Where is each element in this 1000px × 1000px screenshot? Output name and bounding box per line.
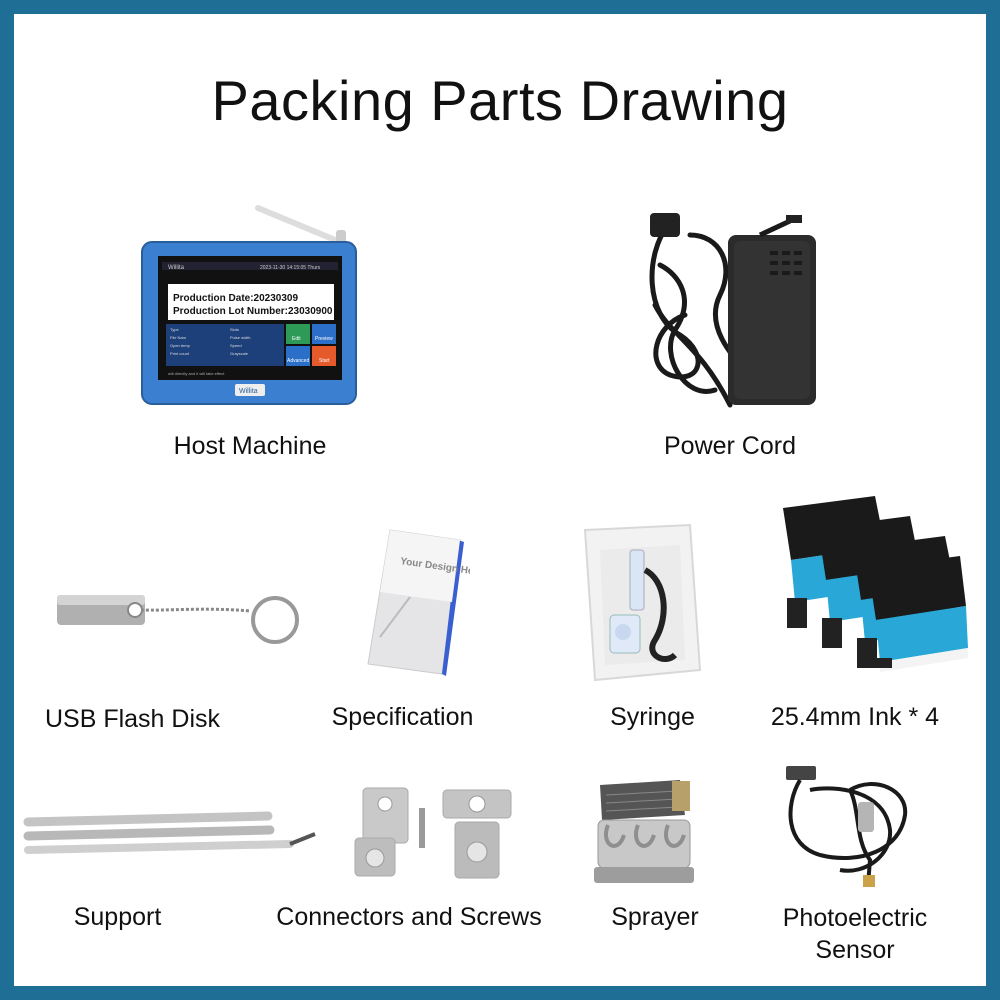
sprayer-image: [590, 775, 700, 890]
connectors-image: [345, 778, 530, 888]
svg-text:Speed: Speed: [230, 343, 242, 348]
host-row-0: Type: [170, 327, 179, 332]
page-title: Packing Parts Drawing: [211, 69, 789, 132]
ink-cartridges-image: [755, 488, 970, 673]
host-row-1: File Nam: [170, 335, 187, 340]
tile-preview: Preview: [315, 336, 333, 342]
specification-image: Your Design Here: [360, 522, 470, 682]
tile-advanced: Advanced: [287, 358, 309, 364]
host-row-2: Open temp: [170, 343, 191, 348]
photoelectric-sensor-image: [780, 760, 920, 890]
label-sprayer: Sprayer: [611, 903, 699, 931]
tile-edit: Edit: [292, 336, 301, 342]
support-image: [20, 800, 320, 870]
label-photoelectric-sensor: Photoelectric Sensor: [782, 904, 928, 964]
host-line-1: Production Date:20230309: [173, 293, 298, 304]
svg-text:Slots: Slots: [230, 327, 239, 332]
page-frame: [14, 14, 986, 986]
host-machine-image: Willita 2023-11-30 14:15:05 Thurs Produc…: [140, 200, 360, 410]
label-connectors: Connectors and Screws: [276, 903, 542, 931]
host-row-3: Print count: [170, 351, 190, 356]
label-ink: 25.4mm Ink * 4: [770, 703, 940, 731]
label-syringe: Syringe: [610, 703, 695, 731]
label-power-cord: Power Cord: [664, 432, 796, 460]
tile-start: Start: [319, 358, 330, 364]
label-usb-flash-disk: USB Flash Disk: [44, 705, 221, 733]
svg-text:Grayscale: Grayscale: [230, 351, 249, 356]
label-host-machine: Host Machine: [173, 432, 327, 460]
host-app-name: Willita: [168, 265, 185, 271]
host-brand: Willita: [239, 388, 258, 395]
host-line-2: Production Lot Number:23030900: [173, 306, 333, 317]
syringe-image: [575, 520, 705, 685]
label-specification: Specification: [331, 703, 474, 731]
svg-text:Pulse width: Pulse width: [230, 335, 250, 340]
host-status: 2023-11-30 14:15:05 Thurs: [260, 265, 321, 271]
power-cord-image: [640, 205, 830, 420]
label-support: Support: [73, 903, 162, 931]
usb-flash-disk-image: [55, 585, 310, 650]
host-footer: will directly and it will take effect: [168, 371, 225, 376]
